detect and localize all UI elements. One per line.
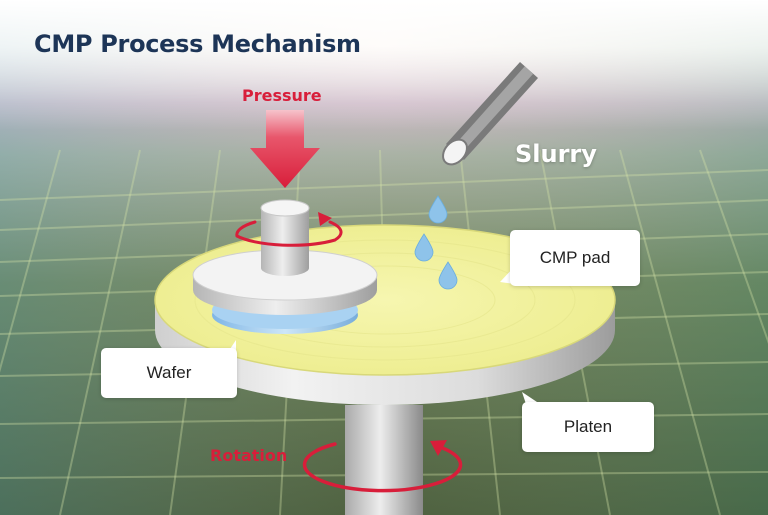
page-title: CMP Process Mechanism [34,30,361,58]
rotation-label: Rotation [210,446,288,465]
pressure-label: Pressure [242,86,322,105]
cmp-pad-callout: CMP pad [510,230,640,286]
platen-shaft [345,405,423,515]
wafer-callout: Wafer [101,348,237,398]
platen-callout: Platen [522,402,654,452]
rotation-arrow-icon [302,440,463,493]
carrier-rotation-arrow-icon [235,212,343,247]
nozzle-icon [442,62,538,166]
pressure-arrow-icon [250,110,320,188]
droplet-icon [414,195,458,290]
slurry-label: Slurry [515,140,597,168]
wafer-carrier [192,199,378,334]
